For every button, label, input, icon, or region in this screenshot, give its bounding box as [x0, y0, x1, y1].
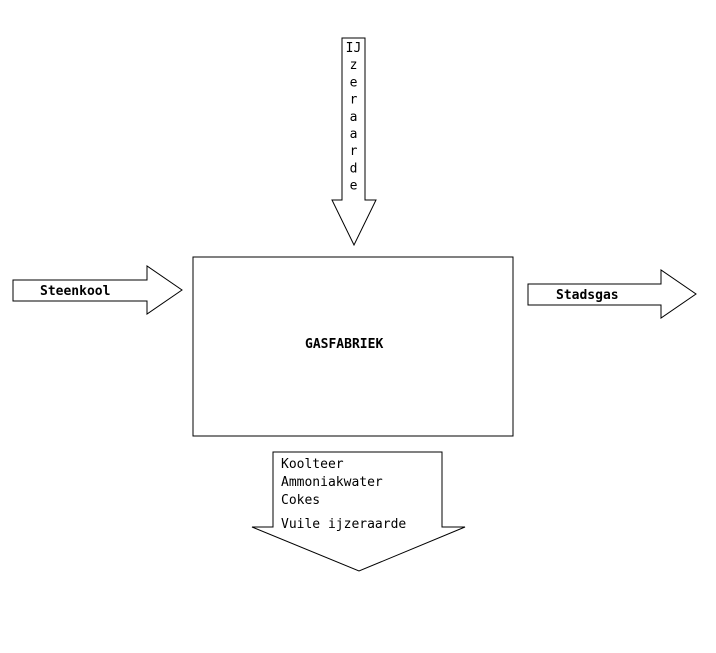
ijzeraarde-char: a	[350, 110, 358, 125]
arrow-stadsgas-out: Stadsgas	[527, 269, 697, 319]
arrow-down-shape	[331, 37, 377, 247]
arrow-steenkool-in: Steenkool	[12, 265, 183, 315]
byproduct-item: Ammoniakwater	[281, 475, 383, 490]
byproduct-item: Cokes	[281, 493, 320, 508]
arrow-right-shape	[12, 265, 183, 315]
gasfabriek-label: GASFABRIEK	[305, 337, 383, 352]
ijzeraarde-char: IJ	[346, 41, 362, 56]
ijzeraarde-char: e	[350, 75, 358, 90]
ijzeraarde-char: e	[350, 179, 358, 194]
ijzeraarde-char: z	[350, 58, 358, 73]
ijzeraarde-char: r	[350, 144, 358, 159]
process-rect	[192, 256, 514, 437]
byproduct-item: Vuile ijzeraarde	[281, 517, 406, 532]
byproduct-item: Koolteer	[281, 457, 344, 472]
arrow-byproducts-out: Koolteer Ammoniakwater Cokes Vuile ijzer…	[251, 451, 466, 572]
steenkool-label: Steenkool	[40, 284, 110, 299]
arrow-down-shape	[251, 451, 466, 572]
ijzeraarde-char: r	[350, 93, 358, 108]
ijzeraarde-char: a	[350, 127, 358, 142]
ijzeraarde-char: d	[350, 161, 358, 176]
gasfabriek-box: GASFABRIEK	[192, 256, 514, 437]
stadsgas-label: Stadsgas	[556, 288, 619, 303]
arrow-right-shape	[527, 269, 697, 319]
